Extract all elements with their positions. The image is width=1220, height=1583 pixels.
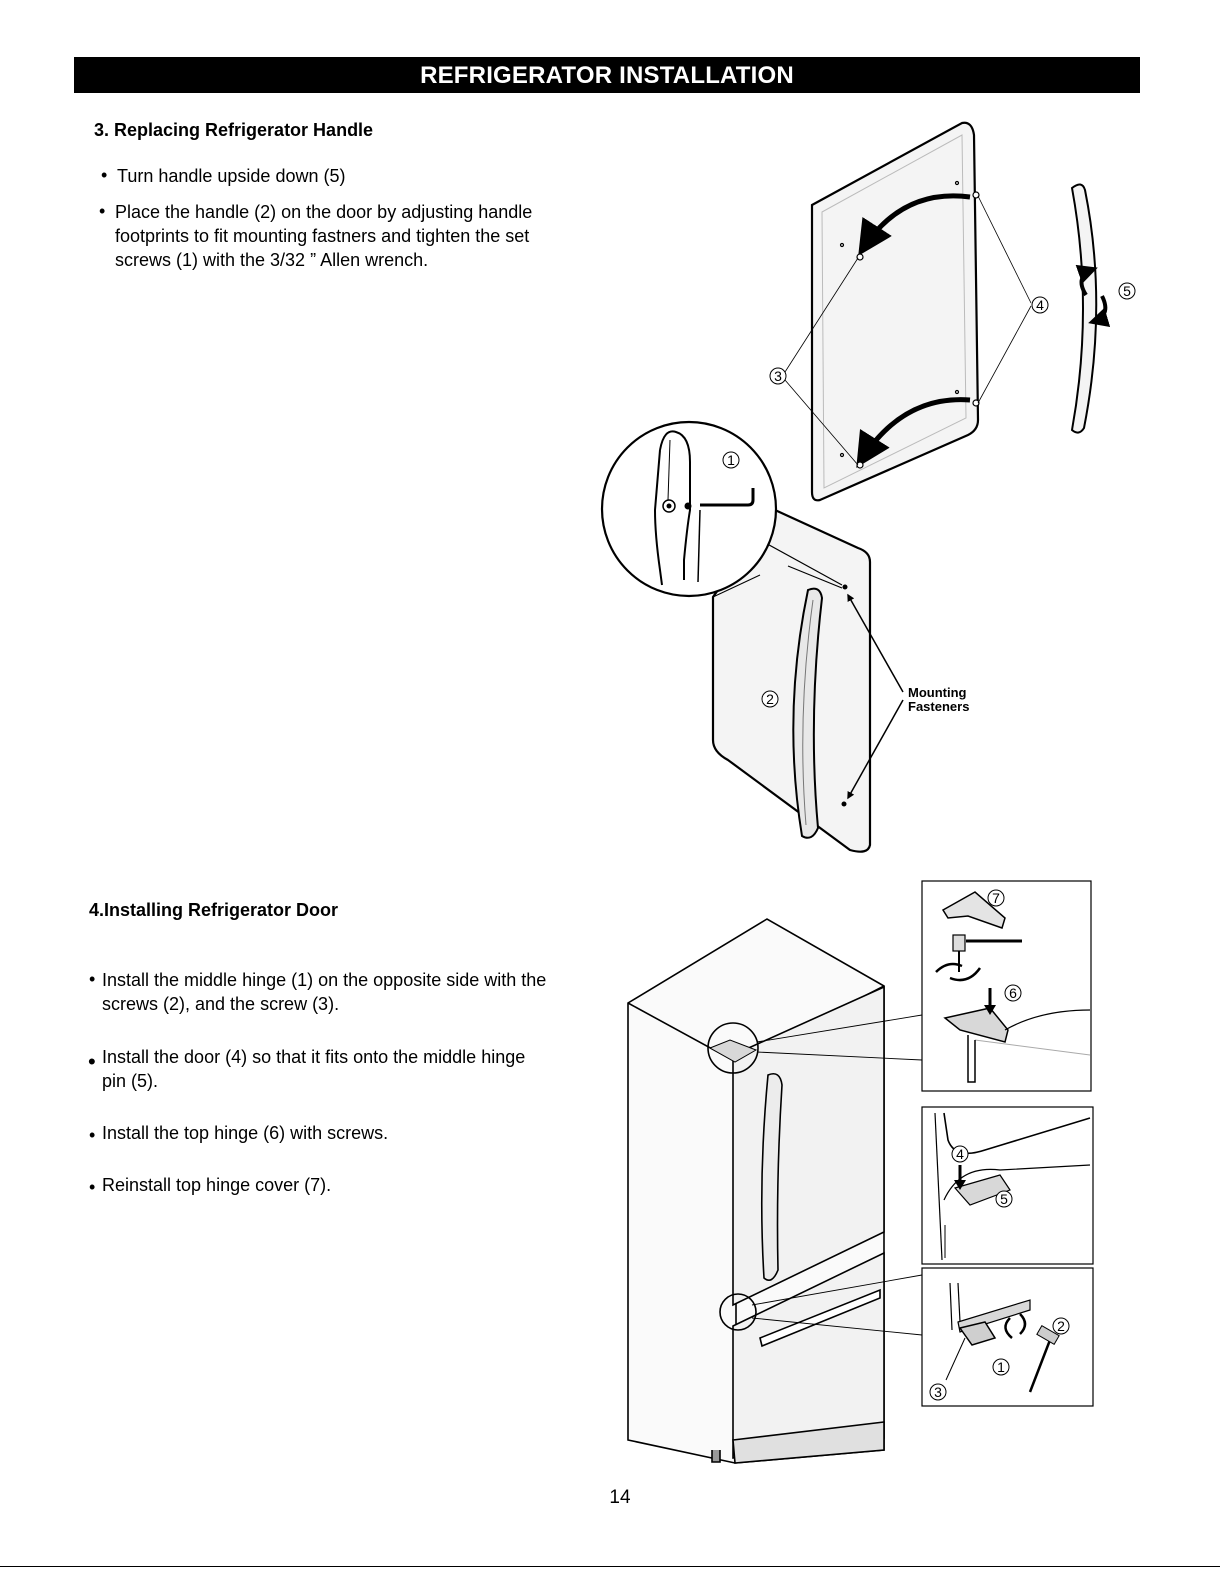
door-panel-lower [711,508,872,853]
bullet-icon: • [89,1125,96,1145]
fastener-holes [839,180,980,469]
detail-box-door-pin [921,1106,1094,1265]
handle-replacement-illustration: 1 2 3 4 5 Mounting Fasteners [600,121,1136,853]
top-hinge-highlight [707,1022,759,1074]
section-4-bullet-1-line-1: Install the middle hinge (1) on the oppo… [102,970,547,990]
section-4-bullet-1-line-2: screws (2), and the screw (3). [102,994,340,1014]
screw-icon [952,934,966,952]
detail-connectors [751,1014,923,1336]
mounting-label-line-2: Fasteners [908,699,969,714]
handle-icon [1070,183,1098,434]
bullet-icon: • [99,201,106,221]
section-3-bullet-2-line-3: screws (1) with the 3/32 ” Allen wrench. [115,250,429,270]
section-4-bullet-2-line-1: Install the door (4) so that it fits ont… [102,1047,526,1067]
middle-hinge-highlight [719,1293,757,1331]
flip-arrow-icon [1088,295,1111,327]
callout-7: 7 [992,890,1000,906]
hinge-cover-icon [941,891,1006,929]
callout-3: 3 [934,1384,942,1400]
detail-box-top-hinge [921,880,1092,1092]
footer-rule [0,1566,1220,1567]
bullet-icon: • [89,1177,96,1197]
section-4-bullet-4: Reinstall top hinge cover (7). [102,1175,332,1195]
fastener-icon [842,584,848,590]
callout-leaders [784,195,1032,466]
door-installation-illustration: 1 2 3 4 5 6 7 [627,880,1094,1464]
callout-circles [722,282,1136,708]
callout-4: 4 [956,1146,964,1162]
bullet-icon: • [101,165,108,185]
bullet-icon: • [89,969,96,989]
rotate-arrow-icon [858,193,971,256]
section-3-bullet-1: Turn handle upside down (5) [117,166,346,186]
callout-5: 5 [1123,283,1131,299]
middle-hinge-icon [958,1321,997,1346]
bullet-icon: • [88,1049,96,1074]
section-3-bullet-2-line-1: Place the handle (2) on the door by adju… [115,202,533,222]
middle-hinge-pin-icon [953,1174,1011,1206]
rotate-arrow-icon [856,397,971,468]
page-title-banner: REFRIGERATOR INSTALLATION [74,57,1140,93]
fastener-leaders [847,593,904,800]
screwdriver-icon [1028,1339,1052,1393]
section-4-bullet-2-line-2: pin (5). [102,1071,159,1091]
callout-4: 4 [1036,297,1044,313]
callout-6: 6 [1009,985,1017,1001]
flip-arrow-icon [1075,264,1098,297]
refrigerator-body [627,918,885,1464]
page-number: 14 [609,1487,631,1508]
top-hinge-icon [943,1007,1009,1043]
installed-handle-icon [792,587,824,839]
door-panel-upper [810,121,980,502]
callout-circles [929,889,1070,1401]
fastener-icon [841,801,847,807]
detail-box-middle-hinge [921,1267,1094,1407]
callout-2: 2 [766,691,774,707]
callout-3: 3 [774,368,782,384]
callout-2: 2 [1057,1318,1065,1334]
section-4-bullet-3: Install the top hinge (6) with screws. [102,1123,389,1143]
section-3-heading: 3. Replacing Refrigerator Handle [94,120,374,140]
callout-5: 5 [1000,1191,1008,1207]
section-3-bullet-2-line-2: footprints to fit mounting fastners and … [115,226,530,246]
fridge-handle-icon [760,1072,783,1281]
mounting-label-line-1: Mounting [908,685,967,700]
section-4-heading: 4.Installing Refrigerator Door [89,900,339,920]
allen-wrench-icon [700,488,755,507]
callout-1: 1 [997,1359,1005,1375]
callout-1: 1 [727,452,735,468]
